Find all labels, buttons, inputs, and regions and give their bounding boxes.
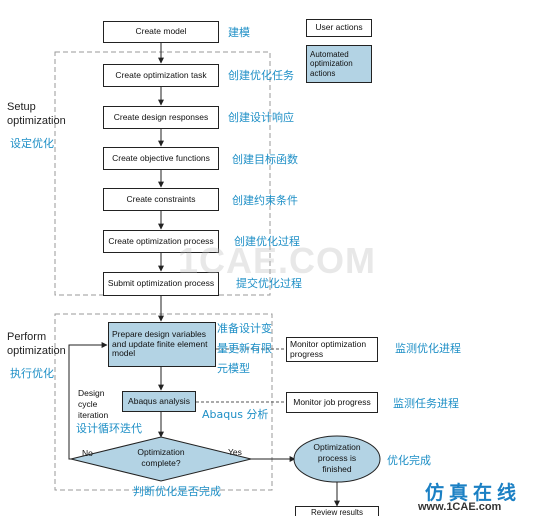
finished-label-3: finished (322, 464, 352, 474)
step-prepare-design-variables-cn-2: 量更新有限 (217, 342, 272, 355)
setup-group-label: Setup optimization (7, 101, 66, 127)
step-create-design-responses-cn: 创建设计响应 (228, 111, 294, 124)
step-create-design-responses: Create design responses (103, 106, 219, 129)
decision-diamond (70, 436, 252, 482)
arrow-no-loop (68, 342, 108, 460)
step-create-constraints-cn: 创建约束条件 (232, 194, 298, 207)
perform-group-label-cn: 执行优化 (10, 367, 54, 380)
decision-label-2: complete? (141, 458, 181, 468)
setup-group-label-cn: 设定优化 (10, 137, 54, 150)
step-abaqus-analysis-cn: Abaqus 分析 (202, 408, 269, 421)
decision-label-cn: 判断优化是否完成 (133, 485, 221, 498)
step-create-optimization-task-cn: 创建优化任务 (228, 69, 294, 82)
finished-label-1: Optimization (313, 442, 361, 452)
center-watermark: 1CAE.COM (178, 240, 377, 281)
step-create-optimization-process: Create optimization process (103, 230, 219, 253)
step-create-model: Create model (103, 21, 219, 43)
legend-automated-actions: Automated optimization actions (306, 45, 372, 83)
perform-group-label: Perform optimization (7, 331, 66, 357)
monitor-optimization-progress: Monitor optimization progress (286, 337, 378, 362)
step-create-optimization-process-cn: 创建优化过程 (234, 235, 300, 248)
step-create-model-cn: 建模 (228, 26, 250, 39)
step-create-constraints: Create constraints (103, 188, 219, 211)
step-create-objective-functions-cn: 创建目标函数 (232, 153, 298, 166)
step-submit-optimization-process: Submit optimization process (103, 272, 219, 296)
design-cycle-label-cn: 设计循环迭代 (76, 422, 142, 435)
step-create-optimization-task: Create optimization task (103, 64, 219, 87)
finished-label-2: process is (317, 453, 357, 463)
monitor-job-progress: Monitor job progress (286, 392, 378, 413)
step-prepare-design-variables: Prepare design variables and update fini… (108, 322, 216, 367)
monitor-job-progress-cn: 监测任务进程 (393, 397, 459, 410)
design-cycle-label-2: cycle (78, 399, 98, 409)
legend-user-actions: User actions (306, 19, 372, 37)
step-submit-optimization-process-cn: 提交优化过程 (236, 277, 302, 290)
decision-yes-label: Yes (228, 447, 242, 457)
decision-no-label: No (82, 448, 93, 458)
review-results: Review results (295, 506, 379, 516)
step-create-objective-functions: Create objective functions (103, 147, 219, 170)
step-prepare-design-variables-cn-3: 元模型 (217, 362, 250, 375)
brand-watermark-en: www.1CAE.com (418, 501, 502, 513)
design-cycle-label-3: iteration (78, 410, 109, 420)
finished-label-cn: 优化完成 (387, 454, 431, 467)
step-prepare-design-variables-cn-1: 准备设计变 (217, 322, 272, 335)
monitor-optimization-progress-cn: 监测优化进程 (395, 342, 461, 355)
brand-watermark-cn: 仿真在线 (425, 482, 522, 504)
decision-label-1: Optimization (137, 447, 185, 457)
step-abaqus-analysis: Abaqus analysis (122, 391, 196, 412)
setup-group-frame (54, 51, 271, 296)
design-cycle-label-1: Design (78, 388, 105, 398)
